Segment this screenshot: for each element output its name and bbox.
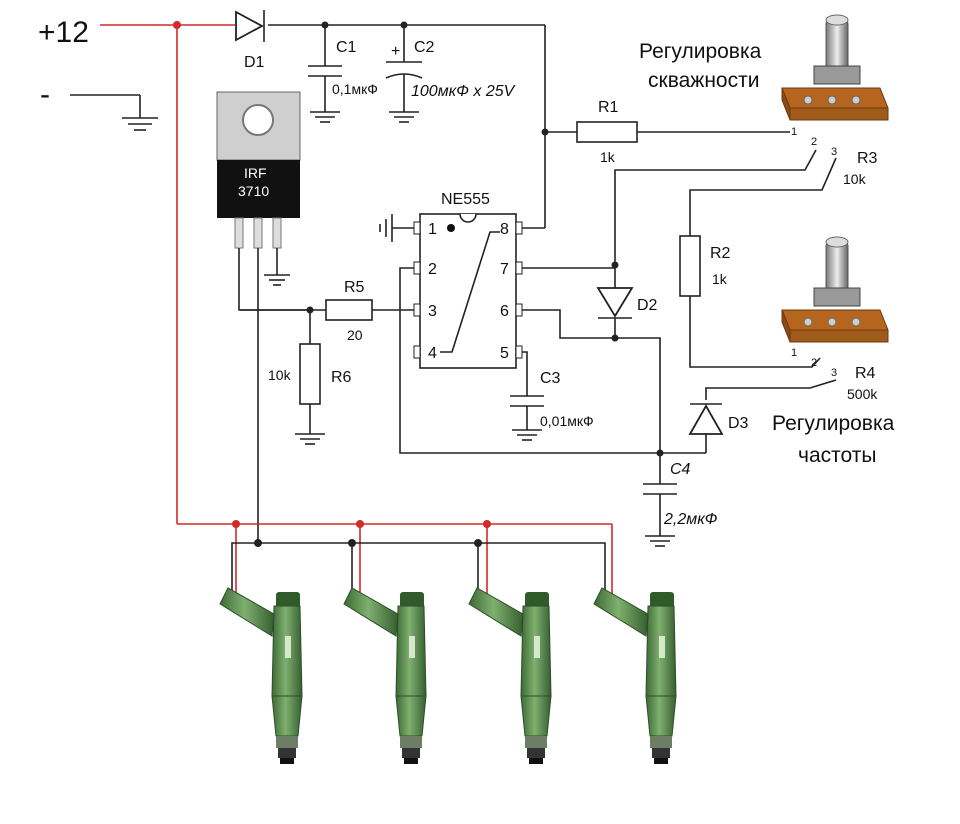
ground-symbol xyxy=(295,433,325,445)
fuel-injector-2 xyxy=(343,587,427,765)
c1-label: C1 xyxy=(336,39,357,56)
r3-pin3: 3 xyxy=(831,146,837,158)
ic-pin5: 5 xyxy=(500,345,509,362)
junction-dot xyxy=(173,21,181,29)
ground-symbol xyxy=(389,111,419,123)
ground-symbol xyxy=(264,274,290,286)
fuel-injector-1 xyxy=(219,587,303,765)
r3-pin2: 2 xyxy=(811,136,817,148)
r1-label: R1 xyxy=(598,99,619,116)
r1-value: 1k xyxy=(600,149,616,165)
r6-value: 10k xyxy=(268,367,292,383)
r2-value: 1k xyxy=(712,271,728,287)
ic-pin3: 3 xyxy=(428,303,437,320)
mosfet-line1: IRF xyxy=(244,165,267,181)
ground-symbol xyxy=(645,535,675,547)
ic-name: NE555 xyxy=(441,191,490,208)
ic-pin8: 8 xyxy=(500,221,509,238)
r4-pin2: 2 xyxy=(811,357,817,369)
resistor-r2 xyxy=(679,235,701,297)
resistor-r6 xyxy=(299,343,321,405)
ic-pin6: 6 xyxy=(500,303,509,320)
r2-label: R2 xyxy=(710,245,731,262)
potentiometer-r3 xyxy=(781,14,889,121)
minus-label: - xyxy=(40,78,50,111)
r3-value: 10k xyxy=(843,171,867,187)
ic-pin2: 2 xyxy=(428,261,437,278)
ground-symbol xyxy=(512,429,542,441)
ground-symbol xyxy=(122,117,158,131)
freq-title-line2: частоты xyxy=(798,444,876,467)
ground-symbol xyxy=(379,214,393,242)
capacitor-c1 xyxy=(308,65,342,77)
r5-value: 20 xyxy=(347,327,363,343)
c3-label: C3 xyxy=(540,370,561,387)
r3-pin1: 1 xyxy=(791,126,797,138)
ic-pin1: 1 xyxy=(428,221,437,238)
c1-value: 0,1мкФ xyxy=(332,81,378,97)
d1-label: D1 xyxy=(244,54,265,71)
r3-label: R3 xyxy=(857,150,878,167)
duty-title-line2: скважности xyxy=(648,69,759,92)
d2-label: D2 xyxy=(637,297,658,314)
fuel-injector-4 xyxy=(593,587,677,765)
r4-value: 500k xyxy=(847,386,878,402)
c4-label: C4 xyxy=(670,461,691,478)
plus12-label: +12 xyxy=(38,16,89,49)
ground-symbol xyxy=(310,111,340,123)
diode-d3 xyxy=(688,403,724,435)
ic-pin7: 7 xyxy=(500,261,509,278)
ic-pin4: 4 xyxy=(428,345,437,362)
c4-value: 2,2мкФ xyxy=(663,511,718,528)
potentiometer-r4 xyxy=(781,236,889,343)
c2-polarity: + xyxy=(391,43,400,60)
d3-label: D3 xyxy=(728,415,749,432)
r4-pin3: 3 xyxy=(831,367,837,379)
r4-pin1: 1 xyxy=(791,347,797,359)
resistor-r5 xyxy=(325,299,373,321)
mosfet-irf3710 xyxy=(216,91,301,249)
capacitor-c4 xyxy=(643,483,677,495)
diode-d1 xyxy=(235,10,265,42)
c3-value: 0,01мкФ xyxy=(540,413,594,429)
r6-label: R6 xyxy=(331,369,352,386)
fuel-injector-3 xyxy=(468,587,552,765)
duty-title-line1: Регулировка xyxy=(639,40,762,63)
diode-d2 xyxy=(596,287,634,319)
c2-value: 100мкФ х 25V xyxy=(411,83,516,100)
mosfet-line2: 3710 xyxy=(238,183,269,199)
c2-label: C2 xyxy=(414,39,435,56)
capacitor-c3 xyxy=(510,395,544,407)
r4-label: R4 xyxy=(855,365,876,382)
freq-title-line1: Регулировка xyxy=(772,412,895,435)
r5-label: R5 xyxy=(344,279,365,296)
resistor-r1 xyxy=(576,121,638,143)
